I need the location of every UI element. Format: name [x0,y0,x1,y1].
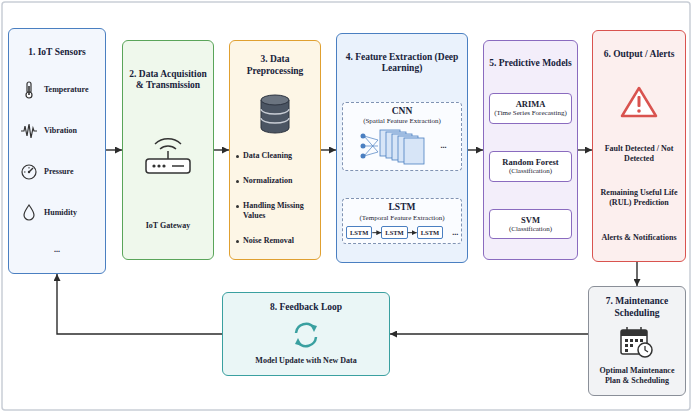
box-text: Noise Removal [235,236,294,246]
box-text: (Classification) [509,167,552,175]
box-title: 1. IoT Sensors [28,47,86,58]
model-group: CNN(Spatial Feature Extraction)... [342,102,462,171]
feedback-box: 8. Feedback LoopModel Update with New Da… [222,292,390,376]
box-text: (Classification) [509,225,552,233]
box-title: LSTM [385,229,403,236]
lstm-cell: LSTM [346,226,372,239]
humidity-drop-icon [20,204,38,222]
cycle-icon [291,320,321,350]
database-icon [255,92,295,136]
calendar-icon [619,325,655,359]
box-text: ... [441,141,447,151]
icon [255,92,295,136]
flow-arrow [57,274,222,334]
box-title: Random Forest [502,157,558,167]
gateway-icon [138,135,198,177]
pressure-gauge-icon [20,163,38,181]
box-title: ARIMA [516,99,546,109]
box-text: (Spatial Feature Extraction) [363,117,441,125]
icon-row: ... [358,126,447,166]
box-text: Model Update with New Data [255,356,356,366]
cnn-layers-icon [358,126,436,166]
icon-row: Vibration [14,122,100,140]
feature-box: 4. Feature Extraction (Deep Learning) CNN… [336,33,468,263]
lstm-cell: LSTM [417,226,443,239]
flow-arrow [636,262,637,286]
icon [619,85,659,119]
box-text: Pressure [44,167,73,177]
lstm-cell: LSTM [381,226,407,239]
flow-arrow [321,149,336,150]
sensor-box: 1. IoT SensorsTemperatureVibrationPressu… [8,28,106,274]
box-title: 4. Feature Extraction (Deep Learning) [342,52,462,75]
cell-row: ... LSTM LSTM LSTM [346,226,458,239]
thermometer-icon [20,81,38,99]
vibration-icon [20,122,38,140]
icon-row: Temperature [14,81,100,99]
box-title: LSTM [350,229,368,236]
flow-arrow [390,333,588,334]
box-title: LSTM [421,229,439,236]
process-box: 2. Data Acquisition & TransmissionIoT Ga… [122,40,214,260]
model-group: LSTM(Temporal Feature Extraction)...LSTM… [342,198,462,244]
icon-row: Humidity [14,204,100,222]
box-title: 8. Feedback Loop [270,302,342,313]
output-box: 6. Output / AlertsFault Detected / Not D… [592,30,686,262]
box-text: Normalization [235,176,292,186]
box-text: (Temporal Feature Extraction) [359,214,444,222]
box-title: CNN [392,106,413,117]
model-box: Random Forest(Classification) [489,151,572,182]
box-text: Remaining Useful Life (RUL) Prediction [598,188,680,208]
box-text: Humidity [44,208,77,218]
box-title: 5. Predictive Models [489,58,571,69]
model-box: ARIMA(Time Series Forecasting) [489,93,572,124]
box-text: (Time Series Forecasting) [494,109,566,117]
box-title: 6. Output / Alerts [604,49,675,60]
icon [138,135,198,177]
alert-icon [619,85,659,119]
icon-row: Pressure [14,163,100,181]
icon [291,320,321,350]
process-box: 5. Predictive ModelsARIMA(Time Series Fo… [483,40,578,260]
box-text: Vibration [44,126,77,136]
box-text: Handling Missing Values [235,201,315,221]
box-title: LSTM [389,202,416,213]
flow-arrow [468,149,483,150]
box-text: Temperature [44,85,88,95]
box-text: Data Cleaning [235,151,292,161]
icon [619,325,655,359]
model-box: SVM(Classification) [489,209,572,240]
flow-arrow [106,149,122,150]
box-text: IoT Gateway [146,221,191,231]
box-text: ... [452,228,458,238]
box-title: 3. Data Preprocessing [235,54,315,77]
process-box: 3. Data PreprocessingData CleaningNormal… [229,40,321,260]
box-title: SVM [521,215,540,225]
box-text: Alerts & Notifications [601,233,676,243]
flow-arrow [214,149,229,150]
box-text: Fault Detected / Not Detected [598,144,680,164]
process-box: 7. Maintenance SchedulingOptimal Mainten… [588,286,686,396]
box-text: ... [54,245,60,255]
box-text: Optimal Maintenance Plan & Scheduling [594,366,680,386]
box-title: 2. Data Acquisition & Transmission [128,69,208,92]
box-title: 7. Maintenance Scheduling [594,296,680,319]
flow-arrow [578,149,592,150]
